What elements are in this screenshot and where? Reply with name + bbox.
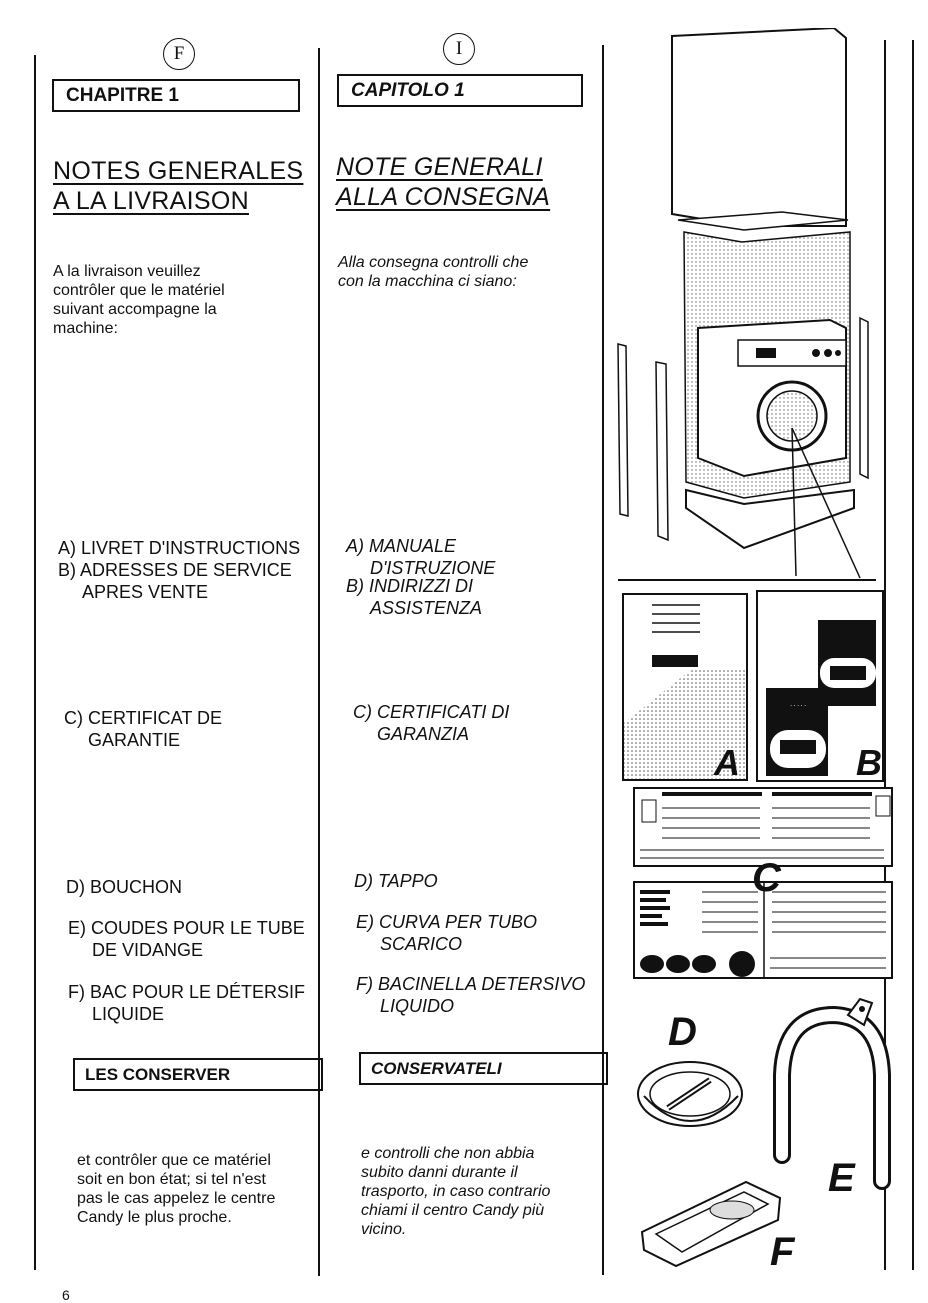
item-text: C) CERTIFICAT DE	[64, 708, 223, 728]
item-d-french: D) BOUCHON	[66, 876, 182, 898]
keep-heading-french: LES CONSERVER	[73, 1058, 323, 1091]
outro-line: et contrôler que ce matériel	[77, 1152, 271, 1169]
label-b: B	[856, 742, 882, 783]
intro-line: contrôler que le matériel	[53, 282, 225, 299]
intro-text-french: A la livraison veuillez contrôler que le…	[53, 262, 303, 338]
outro-line: trasporto, in caso contrario	[361, 1183, 551, 1200]
language-badge-italian: I	[443, 33, 475, 65]
section-title-italian: NOTE GENERALI ALLA CONSEGNA	[336, 152, 550, 212]
item-text: D) BOUCHON	[66, 877, 182, 897]
intro-line: con la macchina ci siano:	[338, 273, 517, 290]
item-continuation: APRES VENTE	[82, 582, 209, 602]
label-f: F	[770, 1230, 795, 1274]
page-number: 6	[62, 1287, 70, 1303]
outro-line: e controlli che non abbia	[361, 1145, 535, 1162]
right-margin-line	[884, 40, 886, 1270]
intro-line: suivant accompagne la	[53, 301, 217, 318]
column-divider-it-ill	[602, 45, 604, 1275]
service-addresses-booklet-illustration: · · · · ·	[756, 590, 884, 782]
right-edge-line	[912, 40, 914, 1270]
item-e-french: E) COUDES POUR LE TUBE DE VIDANGE	[68, 917, 305, 961]
language-badge-french: F	[163, 38, 195, 70]
title-line-2: ALLA CONSEGNA	[336, 183, 551, 211]
liquid-detergent-tray-illustration	[640, 1180, 782, 1268]
section-title-french: NOTES GENERALES A LA LIVRAISON	[53, 156, 303, 216]
item-continuation: ASSISTENZA	[370, 598, 483, 618]
intro-line: machine:	[53, 320, 118, 337]
label-d: D	[668, 1010, 697, 1054]
item-text: F) BACINELLA DETERSIVO	[356, 974, 586, 994]
item-text: F) BAC POUR LE DÉTERSIF	[68, 982, 306, 1002]
item-text: A) LIVRET D'INSTRUCTIONS	[58, 538, 301, 558]
item-e-italian: E) CURVA PER TUBO SCARICO	[356, 911, 537, 955]
drain-hose-elbow-illustration	[773, 997, 891, 1190]
item-text: C) CERTIFICATI DI	[353, 702, 510, 722]
item-continuation: LIQUIDO	[380, 996, 455, 1016]
keep-heading-italian: CONSERVATELI	[359, 1052, 608, 1085]
outro-line: chiami il centro Candy più	[361, 1202, 545, 1219]
item-b-french: B) ADRESSES DE SERVICE APRES VENTE	[58, 559, 292, 603]
washing-machine-packaging-illustration	[617, 28, 876, 581]
item-continuation: GARANZIA	[377, 724, 470, 744]
item-text: B) INDIRIZZI DI	[346, 576, 473, 596]
label-e: E	[828, 1156, 855, 1200]
item-continuation: GARANTIE	[88, 730, 181, 750]
outro-line: Candy le plus proche.	[77, 1209, 232, 1226]
item-d-italian: D) TAPPO	[354, 870, 438, 892]
outro-line: subito danni durante il	[361, 1164, 518, 1181]
chapter-heading-french: CHAPITRE 1	[52, 79, 300, 112]
intro-line: A la livraison veuillez	[53, 263, 201, 280]
item-text: A) MANUALE	[346, 536, 457, 556]
outro-text-french: et contrôler que ce matériel soit en bon…	[77, 1151, 322, 1227]
intro-text-italian: Alla consegna controlli che con la macch…	[338, 253, 588, 291]
outro-text-italian: e controlli che non abbia subito danni d…	[361, 1144, 601, 1239]
chapter-heading-italian: CAPITOLO 1	[337, 74, 583, 107]
item-b-italian: B) INDIRIZZI DI ASSISTENZA	[346, 575, 482, 619]
item-a-italian: A) MANUALE D'ISTRUZIONE	[346, 535, 495, 579]
item-f-french: F) BAC POUR LE DÉTERSIF LIQUIDE	[68, 981, 305, 1025]
column-divider-fr-it	[318, 48, 320, 1276]
label-a: A	[714, 742, 740, 783]
drain-cap-illustration	[637, 1061, 743, 1127]
warranty-certificate-illustration	[633, 787, 893, 979]
outro-line: pas le cas appelez le centre	[77, 1190, 276, 1207]
item-continuation: D'ISTRUZIONE	[370, 558, 496, 578]
title-line-2: A LA LIVRAISON	[53, 187, 249, 215]
item-text: E) CURVA PER TUBO	[356, 912, 538, 932]
outro-line: vicino.	[361, 1221, 407, 1238]
label-c: C	[752, 856, 781, 900]
left-margin-line	[34, 55, 36, 1270]
item-c-italian: C) CERTIFICATI DI GARANZIA	[353, 701, 509, 745]
item-a-french: A) LIVRET D'INSTRUCTIONS	[58, 537, 300, 559]
svg-text:· · · · ·: · · · · ·	[790, 702, 806, 710]
item-f-italian: F) BACINELLA DETERSIVO LIQUIDO	[356, 973, 585, 1017]
item-text: E) COUDES POUR LE TUBE	[68, 918, 305, 938]
item-text: B) ADRESSES DE SERVICE	[58, 560, 292, 580]
item-text: D) TAPPO	[354, 871, 438, 891]
intro-line: Alla consegna controlli che	[338, 254, 529, 271]
item-continuation: LIQUIDE	[92, 1004, 165, 1024]
title-line-1: NOTE GENERALI	[336, 153, 543, 181]
item-continuation: DE VIDANGE	[92, 940, 204, 960]
title-line-1: NOTES GENERALES	[53, 157, 304, 185]
item-continuation: SCARICO	[380, 934, 463, 954]
item-c-french: C) CERTIFICAT DE GARANTIE	[64, 707, 222, 751]
instruction-booklet-illustration	[622, 593, 748, 781]
outro-line: soit en bon état; si tel n'est	[77, 1171, 266, 1188]
